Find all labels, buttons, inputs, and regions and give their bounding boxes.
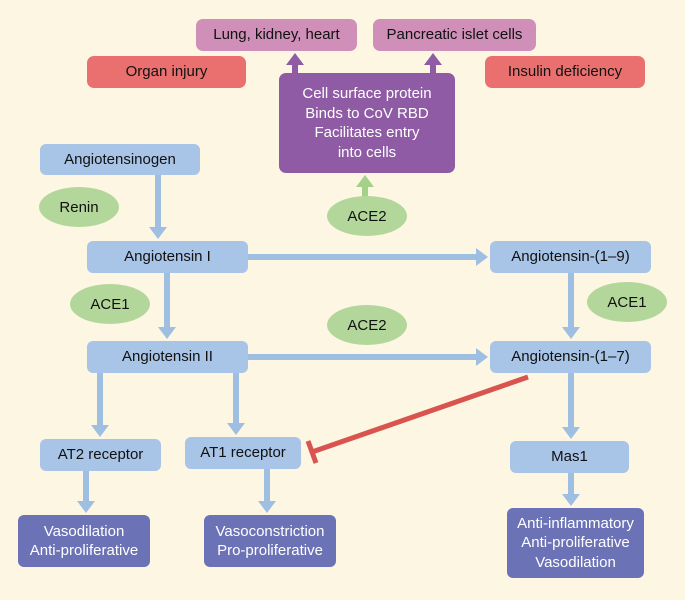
- enzyme-ace1-right-label: ACE1: [607, 293, 647, 311]
- node-at2-receptor: AT2 receptor: [40, 439, 161, 471]
- effect-at2-line-1: Vasodilation: [43, 522, 125, 540]
- node-at2-receptor-label: AT2 receptor: [57, 446, 144, 464]
- effect-mas1: Anti-inflammatory Anti-proliferative Vas…: [507, 508, 644, 578]
- arrow-angiotensin-ii-to-at1-head: [227, 423, 245, 435]
- node-angiotensin-ii-label: Angiotensin II: [122, 348, 213, 366]
- ace2-function-line-4: into cells: [337, 143, 397, 161]
- inhibition-angiotensin-1-7-to-at1: [311, 374, 529, 455]
- enzyme-ace2-middle-label: ACE2: [347, 316, 387, 334]
- ace2-function-line-3: Facilitates entry: [314, 124, 420, 141]
- node-angiotensinogen: Angiotensinogen: [40, 144, 200, 175]
- arrow-at1-to-effects-head: [258, 501, 276, 513]
- enzyme-ace2-top: ACE2: [327, 196, 407, 236]
- arrow-angiotensin-ii-to-at2-head: [91, 425, 109, 437]
- arrow-group: [77, 53, 580, 513]
- ace2-function-line-1: Cell surface protein: [302, 85, 432, 102]
- organ-pancreatic-islet-label: Pancreatic islet cells: [386, 26, 523, 44]
- node-angiotensin-i-label: Angiotensin I: [124, 248, 211, 266]
- organ-lung-kidney-heart-label: Lung, kidney, heart: [213, 26, 340, 44]
- node-mas1: Mas1: [510, 441, 629, 473]
- enzyme-ace1-right: ACE1: [587, 282, 667, 322]
- node-angiotensin-1-7-label: Angiotensin-(1–7): [511, 348, 630, 366]
- effect-at1-line-2: Pro-proliferative: [217, 542, 323, 559]
- arrow-to-lung-kidney-heart-head: [286, 53, 304, 65]
- arrow-angiotensin-i-to-angiotensin-1-9-head: [476, 248, 488, 266]
- effect-mas1-line-1: Anti-inflammatory: [517, 514, 634, 532]
- arrow-angiotensinogen-to-angiotensin-i-head: [149, 227, 167, 239]
- node-angiotensinogen-label: Angiotensinogen: [64, 150, 176, 168]
- organ-pancreatic-islet: Pancreatic islet cells: [373, 19, 536, 51]
- node-at1-receptor-label: AT1 receptor: [200, 444, 286, 462]
- arrow-angiotensin-ii-to-angiotensin-1-7-head: [476, 348, 488, 366]
- organ-lung-kidney-heart: Lung, kidney, heart: [196, 19, 357, 51]
- enzyme-renin: Renin: [39, 187, 119, 227]
- enzyme-ace1-left: ACE1: [70, 284, 150, 324]
- effect-mas1-line-3: Vasodilation: [535, 553, 616, 571]
- enzyme-ace2-middle: ACE2: [327, 305, 407, 345]
- ace2-function-line-2: Binds to CoV RBD: [305, 104, 429, 122]
- arrow-angiotensin-i-to-angiotensin-ii-head: [158, 327, 176, 339]
- condition-organ-injury-label: Organ injury: [125, 63, 208, 81]
- inhibition-bar: [305, 440, 319, 464]
- enzyme-ace1-left-label: ACE1: [90, 295, 130, 313]
- node-angiotensin-i: Angiotensin I: [87, 241, 248, 273]
- arrow-angiotensin-1-9-to-angiotensin-1-7-head: [562, 327, 580, 339]
- effect-at2: Vasodilation Anti-proliferative: [18, 515, 150, 567]
- arrow-angiotensin-1-7-to-mas1-head: [562, 427, 580, 439]
- node-angiotensin-1-9-label: Angiotensin-(1–9): [511, 248, 630, 266]
- condition-insulin-deficiency-label: Insulin deficiency: [507, 63, 623, 81]
- node-angiotensin-ii: Angiotensin II: [87, 341, 248, 373]
- enzyme-renin-label: Renin: [59, 198, 99, 216]
- arrow-ace2-to-protein-head: [356, 175, 374, 187]
- condition-organ-injury: Organ injury: [87, 56, 246, 88]
- arrow-at2-to-effects-head: [77, 501, 95, 513]
- enzyme-ace2-top-label: ACE2: [347, 207, 387, 225]
- node-at1-receptor: AT1 receptor: [185, 437, 301, 469]
- node-mas1-label: Mas1: [551, 448, 588, 466]
- arrow-mas1-to-effects-head: [562, 494, 580, 506]
- arrow-to-pancreatic-islet-head: [424, 53, 442, 65]
- effect-at1: Vasoconstriction Pro-proliferative: [204, 515, 336, 567]
- effect-at2-line-2: Anti-proliferative: [29, 542, 139, 559]
- ace2-function-box: Cell surface protein Binds to CoV RBD Fa…: [279, 73, 455, 173]
- condition-insulin-deficiency: Insulin deficiency: [485, 56, 645, 88]
- node-angiotensin-1-9: Angiotensin-(1–9): [490, 241, 651, 273]
- effect-at1-line-1: Vasoconstriction: [215, 522, 325, 540]
- effect-mas1-line-2: Anti-proliferative: [521, 534, 630, 552]
- node-angiotensin-1-7: Angiotensin-(1–7): [490, 341, 651, 373]
